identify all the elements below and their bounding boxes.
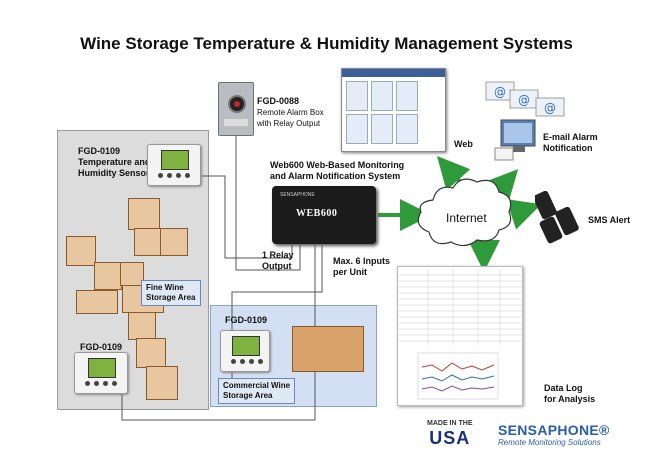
computer-monitor-icon	[494, 119, 536, 161]
data-log-thumbnail	[397, 266, 523, 406]
alarm-box-model: FGD-0088	[257, 96, 300, 106]
sensor-top-label: FGD-0109 Temperature and Humidity Sensor	[78, 146, 150, 179]
relay-label: 1 Relay Output	[262, 250, 294, 272]
sensor-commercial-label: FGD-0109	[225, 315, 268, 325]
sensor-device-icon	[74, 352, 128, 394]
email-envelope-icon: @ @ @	[485, 81, 565, 117]
inputs-line2: per Unit	[333, 267, 368, 277]
alarm-button-icon	[228, 95, 246, 113]
commercial-area-label: Commercial Wine Storage Area	[218, 378, 296, 404]
sensaphone-name: SENSAPHONE®	[498, 422, 610, 438]
datalog-label: Data Log for Analysis	[544, 383, 595, 405]
remote-alarm-box	[218, 82, 254, 136]
web600-device: SENSAPHONE WEB600	[272, 186, 376, 244]
smartphone-icon	[535, 190, 579, 244]
sensor-top-model: FGD-0109	[78, 146, 121, 156]
commercial-line1: Commercial Wine	[223, 381, 291, 390]
email-label: E-mail Alarm Notification	[543, 132, 598, 154]
svg-text:@: @	[518, 93, 530, 107]
data-log-table-chart	[398, 269, 522, 400]
sensor-top-desc2: Humidity Sensor	[78, 168, 150, 178]
email-line2: Notification	[543, 143, 593, 153]
alarm-box-plate	[224, 119, 248, 126]
sensor-top-desc: Temperature and	[78, 157, 151, 167]
internet-label: Internet	[446, 211, 487, 225]
sensor-device-icon	[147, 144, 201, 186]
alarm-box-desc2: with Relay Output	[257, 119, 321, 128]
svg-text:@: @	[544, 101, 556, 115]
made-in-text: MADE IN THE	[427, 420, 473, 427]
fine-wine-area-label: Fine Wine Storage Area	[141, 280, 201, 306]
svg-text:@: @	[494, 85, 506, 99]
inputs-label: Max. 6 Inputs per Unit	[333, 256, 390, 278]
sensaphone-sub: Remote Monitoring Solutions	[498, 438, 601, 447]
made-in-usa-logo: MADE IN THE USA	[427, 420, 473, 448]
inputs-line1: Max. 6 Inputs	[333, 256, 391, 266]
datalog-line1: Data Log	[544, 383, 583, 393]
sms-label: SMS Alert	[588, 215, 631, 225]
usa-text: USA	[429, 428, 471, 448]
web-label: Web	[454, 139, 473, 149]
fine-wine-line1: Fine Wine	[146, 283, 184, 292]
page-title: Wine Storage Temperature & Humidity Mana…	[80, 34, 573, 53]
web600-line1: Web600 Web-Based Monitoring	[270, 160, 405, 170]
email-line1: E-mail Alarm	[543, 132, 598, 142]
relay-line1: 1 Relay	[262, 250, 294, 260]
alarm-box-label: FGD-0088 Remote Alarm Box with Relay Out…	[257, 96, 324, 129]
datalog-line2: for Analysis	[544, 394, 596, 404]
sensor-bottom-label: FGD-0109	[80, 342, 123, 352]
relay-line2: Output	[262, 261, 292, 271]
fine-wine-line2: Storage Area	[146, 293, 196, 302]
commercial-line2: Storage Area	[223, 391, 273, 400]
alarm-box-desc: Remote Alarm Box	[257, 108, 324, 117]
web600-label: Web600 Web-Based Monitoring and Alarm No…	[270, 160, 404, 182]
web-dashboard-thumbnail	[341, 68, 446, 152]
sensor-device-icon	[220, 330, 270, 372]
sensaphone-logo: SENSAPHONE® Remote Monitoring Solutions	[498, 422, 610, 447]
internet-cloud	[417, 178, 512, 247]
web600-line2: and Alarm Notification System	[270, 171, 401, 181]
web600-brand: WEB600	[296, 208, 338, 219]
web600-tag: SENSAPHONE	[280, 192, 315, 198]
